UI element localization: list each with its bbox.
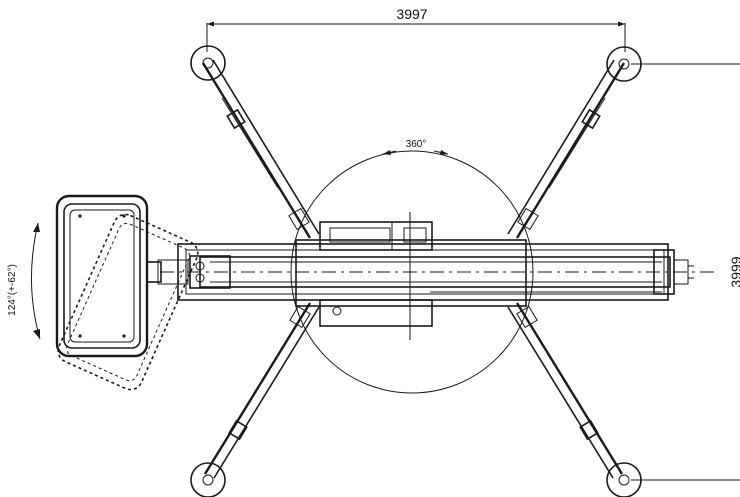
length-dimension-label: 3999 — [728, 256, 740, 287]
width-dimension-label: 3997 — [396, 6, 427, 22]
rotation-angle-label: 360° — [406, 139, 427, 150]
width-dimension: 3997 — [206, 6, 626, 52]
length-dimension: 3999 — [631, 63, 740, 481]
outrigger-top-left — [190, 45, 320, 239]
basket-rotation-label: 124°(+-62°) — [7, 264, 18, 316]
work-basket-rotated — [57, 213, 199, 391]
turret-rotation-circle: 360° — [290, 139, 534, 394]
outrigger-bottom-left — [190, 302, 320, 497]
outrigger-bottom-right — [507, 302, 642, 497]
basket-rotation-arrow: 124°(+-62°) — [7, 222, 41, 340]
telescopic-boom — [157, 243, 715, 301]
outrigger-top-right — [507, 46, 642, 239]
chassis — [295, 212, 527, 340]
work-basket — [55, 194, 162, 358]
